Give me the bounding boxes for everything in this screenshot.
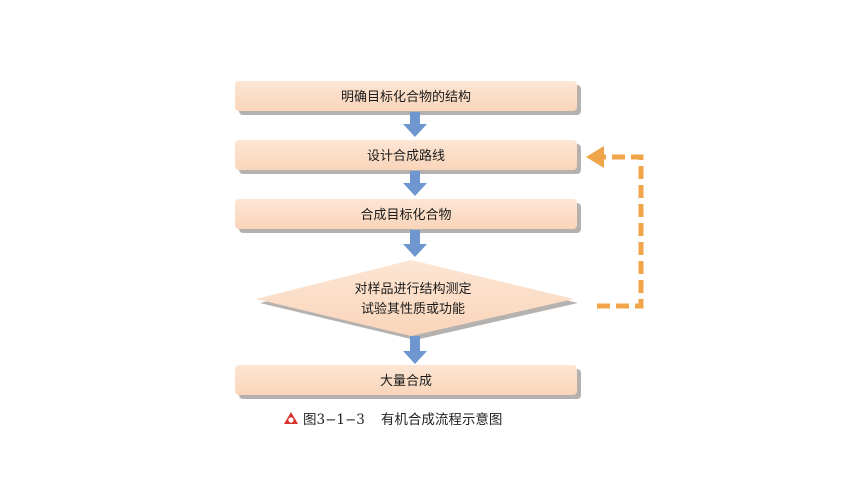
figure-title: 有机合成流程示意图 <box>380 412 503 428</box>
warning-triangle-icon <box>284 412 298 424</box>
feedback-arrow <box>586 146 644 309</box>
step-label: 明确目标化合物的结构 <box>341 89 471 105</box>
figure-number: 图3−1−3 <box>303 412 365 428</box>
step-label: 设计合成路线 <box>367 148 445 164</box>
step-box-mass-synthesis: 大量合成 <box>235 365 581 399</box>
figure-caption: 图3−1−3 有机合成流程示意图 <box>283 409 503 428</box>
down-arrow-1 <box>403 112 427 137</box>
feedback-arrowhead <box>586 146 604 168</box>
box-body <box>235 365 577 395</box>
decision-diamond: 对样品进行结构测定 试验其性质或功能 <box>256 260 578 340</box>
step-label: 大量合成 <box>380 374 432 389</box>
diamond-body <box>256 260 574 336</box>
down-arrow-2 <box>403 171 427 196</box>
step-label: 合成目标化合物 <box>360 208 451 223</box>
decision-line-2: 试验其性质或功能 <box>361 301 465 317</box>
box-body <box>235 199 577 229</box>
decision-line-1: 对样品进行结构测定 <box>354 282 471 297</box>
step-box-define-structure: 明确目标化合物的结构 <box>235 81 581 115</box>
feedback-dashed-line <box>597 154 644 309</box>
step-box-synthesize: 合成目标化合物 <box>235 199 581 233</box>
box-body <box>235 140 577 170</box>
down-arrow-4 <box>403 336 427 364</box>
box-body <box>235 81 577 111</box>
down-arrow-3 <box>403 230 427 257</box>
step-box-design-route: 设计合成路线 <box>235 140 581 174</box>
